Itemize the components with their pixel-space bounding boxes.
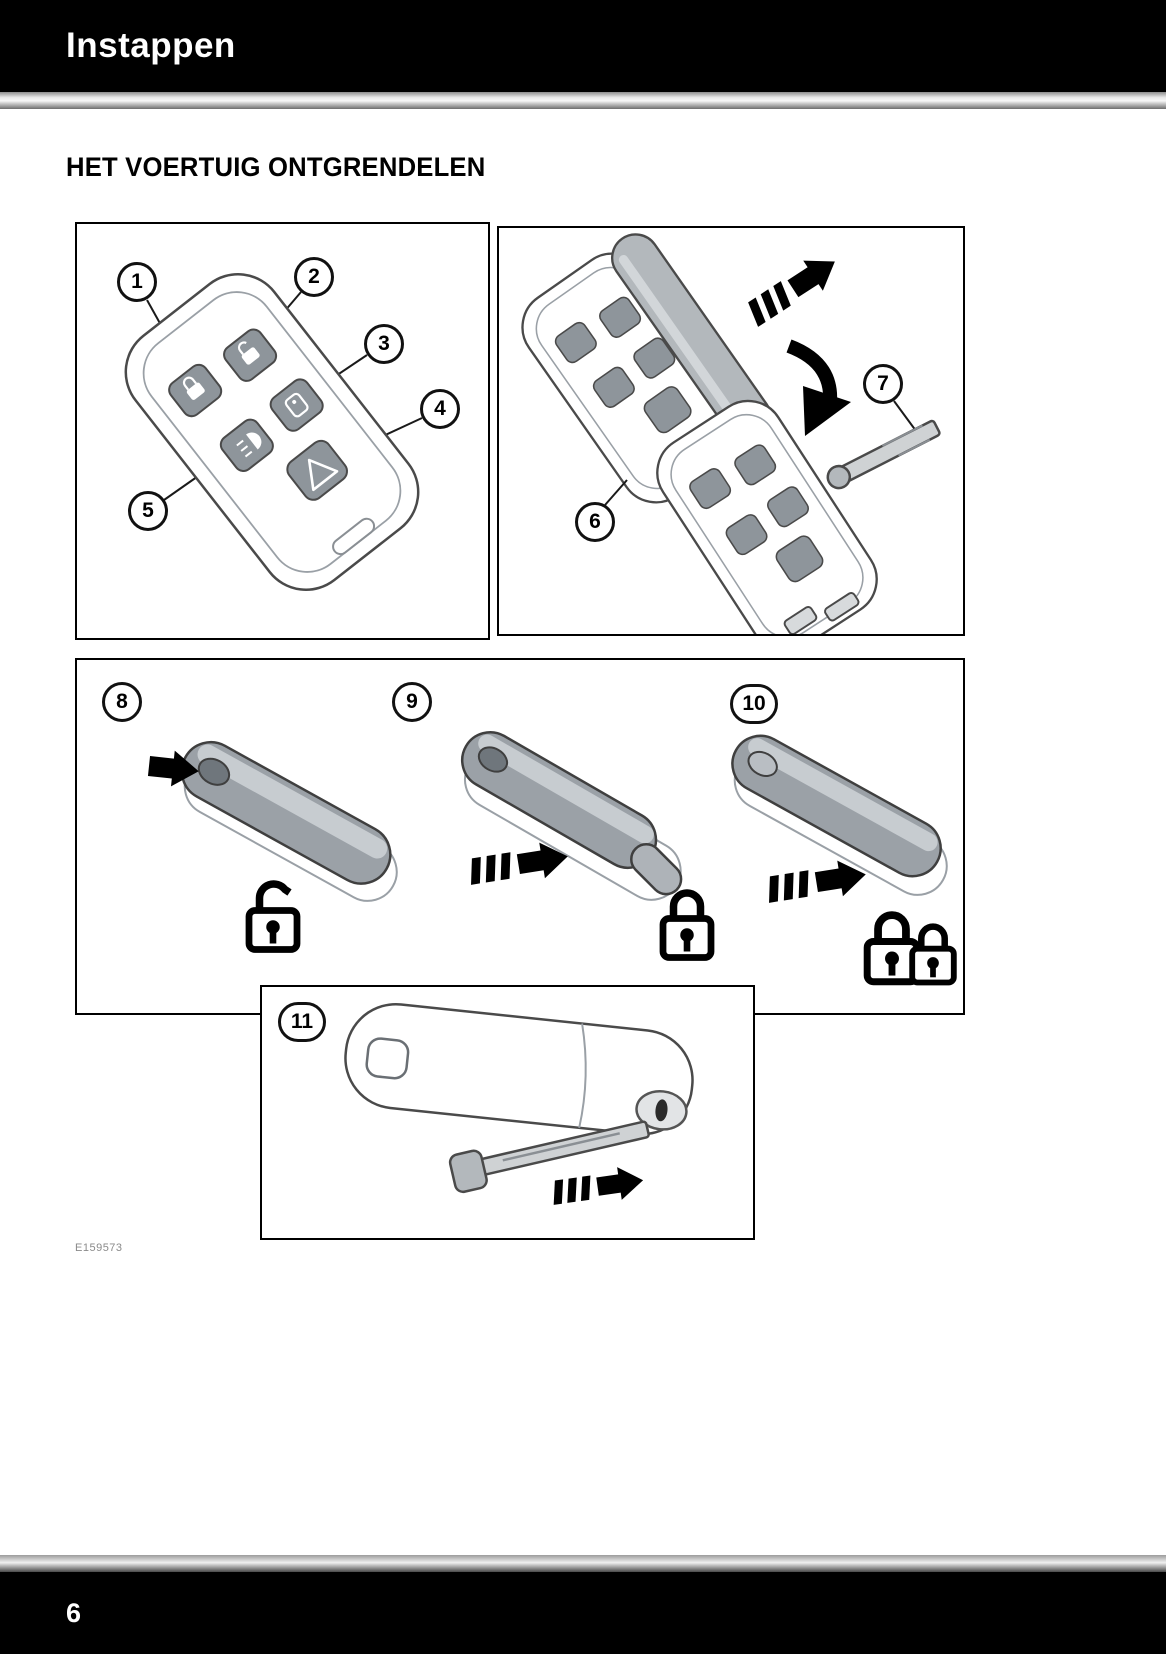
- callout-3: 3: [364, 324, 404, 364]
- lock-positions-diagram: [147, 731, 963, 1013]
- callout-11: 11: [278, 1002, 326, 1042]
- emergency-key-blade: [826, 419, 941, 490]
- slide-off-arrow-icon: [741, 246, 845, 332]
- press-arrow-icon: [147, 750, 199, 787]
- housing-latch: [824, 592, 860, 622]
- figure-remote-buttons: 1 2 3 4 5: [75, 222, 490, 640]
- callout-6: 6: [575, 502, 615, 542]
- lock-icon: [663, 893, 711, 958]
- tailgate-icon: [284, 392, 309, 418]
- figure-key-in-lock: 11: [260, 985, 755, 1240]
- header-divider-strip: [0, 92, 1166, 109]
- panel-lock: [460, 731, 711, 958]
- callout-9: 9: [392, 682, 432, 722]
- insert-arrow-icon: [549, 1163, 646, 1210]
- page-number: 6: [66, 1597, 82, 1628]
- page-header: Instappen: [0, 0, 1166, 92]
- flip-arrow-icon: [786, 339, 851, 436]
- key-blade-handle: [460, 731, 683, 901]
- lock-icon: [182, 376, 205, 400]
- section-title: HET VOERTUIG ONTGRENDELEN: [66, 152, 486, 182]
- remote-key-fob-bottom: [656, 399, 878, 634]
- callout-2: 2: [294, 257, 334, 297]
- page-footer: 6: [0, 1572, 1166, 1654]
- key-fob-side-view: [344, 1003, 694, 1136]
- unlock-icon: [249, 884, 297, 950]
- keyhole: [655, 1099, 668, 1122]
- panic-button: [286, 439, 348, 501]
- figure-lock-positions: 8 9 10: [75, 658, 965, 1015]
- callout-8: 8: [102, 682, 142, 722]
- housing-latch: [783, 605, 818, 634]
- key-blade-handle: [731, 734, 948, 896]
- keyring-slot: [332, 517, 376, 556]
- callout-7: 7: [863, 364, 903, 404]
- tailgate-button: [269, 378, 324, 432]
- callout-4: 4: [420, 389, 460, 429]
- headlamp-button: [219, 418, 274, 472]
- callout-1: 1: [117, 262, 157, 302]
- figure-cover-removal: 6 7: [497, 226, 965, 636]
- panic-icon: [307, 458, 339, 492]
- headlamp-icon: [236, 432, 262, 458]
- cover-removal-diagram: [521, 233, 941, 634]
- remote-control-diagram: [124, 272, 423, 592]
- remote-key-fob: [124, 272, 420, 592]
- key-blade-handle: [180, 740, 398, 902]
- figure-code: E159573: [75, 1242, 123, 1254]
- turn-arrow-icon: [764, 856, 869, 908]
- emergency-key-blade: [448, 1120, 650, 1194]
- callout-10: 10: [730, 684, 778, 724]
- blade-hinge: [448, 1149, 488, 1194]
- chapter-title: Instappen: [66, 26, 236, 65]
- panel-double-lock: [731, 734, 963, 983]
- key-in-lock-diagram: [344, 1003, 694, 1210]
- unlock-icon: [237, 341, 260, 365]
- keyring-hole: [365, 1037, 410, 1080]
- footer-divider-strip: [0, 1555, 1166, 1572]
- callout-5: 5: [128, 491, 168, 531]
- double-lock-icon: [867, 915, 954, 982]
- panel-unlock: [147, 740, 398, 950]
